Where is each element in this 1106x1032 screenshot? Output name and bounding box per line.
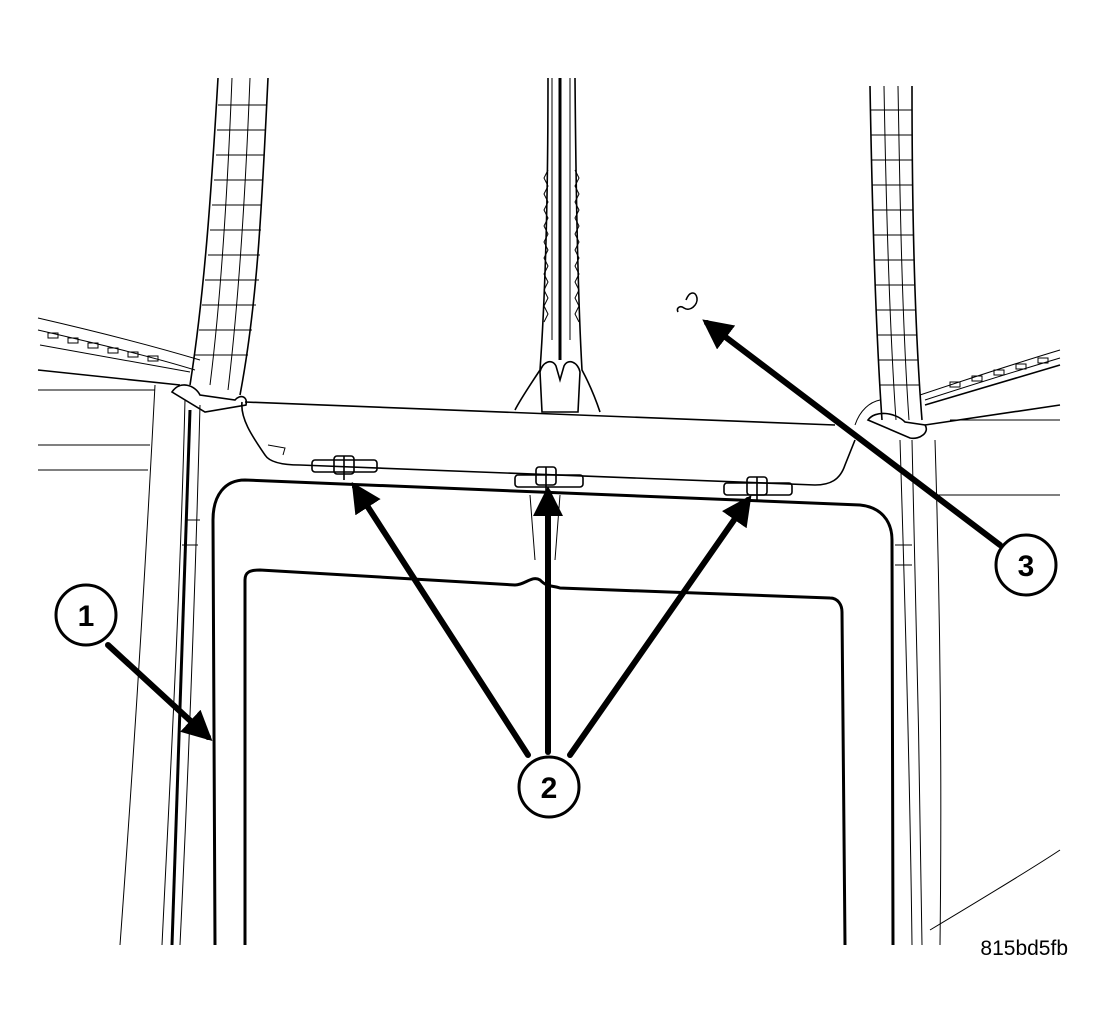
arrow-3: [702, 319, 1003, 548]
callout-2: 2: [517, 755, 581, 819]
retainer-clip-right: [723, 476, 793, 500]
callout-2-label: 2: [541, 772, 558, 805]
callout-3-label: 3: [1018, 550, 1035, 583]
callout-1-label: 1: [78, 600, 95, 633]
leader-arrows: [105, 319, 1003, 758]
center-windshield-trim: [514, 77, 601, 413]
callout-3: 3: [994, 533, 1058, 597]
windshield-edges: [37, 317, 1061, 426]
retainer-clip-center: [514, 466, 584, 492]
figure-code: 815bd5fb: [980, 937, 1068, 960]
left-door-trim: [38, 384, 201, 946]
right-door-trim: [895, 419, 1061, 946]
callout-1: 1: [54, 583, 118, 647]
arrow-2-right: [567, 495, 752, 758]
right-pillar-weatherstrip: [854, 85, 928, 440]
overhead-console: [241, 401, 856, 561]
left-pillar-weatherstrip: [170, 77, 269, 413]
headliner-panel: [211, 478, 895, 946]
headliner-hook: [676, 292, 698, 313]
arrow-2-left: [351, 481, 531, 758]
arrow-1: [105, 642, 213, 742]
retainer-clip-left: [311, 455, 378, 480]
